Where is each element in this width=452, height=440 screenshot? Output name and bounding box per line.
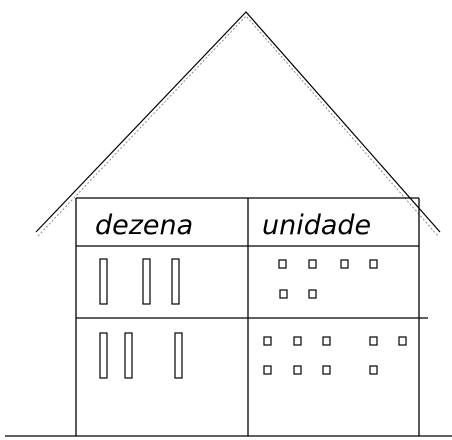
roof-shadow xyxy=(38,16,438,236)
unit-square xyxy=(370,337,377,345)
unit-square xyxy=(323,366,330,374)
unit-square xyxy=(341,260,348,268)
unit-square xyxy=(294,337,301,345)
unit-square xyxy=(370,366,377,374)
row-2-units xyxy=(264,337,406,374)
roof-outline xyxy=(36,12,440,232)
row-1-tens xyxy=(100,259,179,304)
row-2-tens xyxy=(100,333,182,378)
unit-square xyxy=(309,290,316,298)
tens-bar xyxy=(100,333,107,378)
unit-square xyxy=(309,260,316,268)
unit-square xyxy=(294,366,301,374)
unit-square xyxy=(264,366,271,374)
unit-square xyxy=(370,260,377,268)
tens-bar xyxy=(172,259,179,304)
unit-square xyxy=(399,337,406,345)
tens-bar xyxy=(143,259,150,304)
units-column-label: unidade xyxy=(262,210,371,241)
unit-square xyxy=(264,337,271,345)
tens-column-label: dezena xyxy=(95,210,193,241)
house-grid xyxy=(5,198,452,436)
row-1-units xyxy=(279,260,377,298)
unit-square xyxy=(279,260,286,268)
unit-square xyxy=(280,290,287,298)
tens-bar xyxy=(125,333,132,378)
roof xyxy=(36,12,440,236)
unit-square xyxy=(323,337,330,345)
tens-bar xyxy=(100,259,107,304)
tens-bar xyxy=(175,333,182,378)
